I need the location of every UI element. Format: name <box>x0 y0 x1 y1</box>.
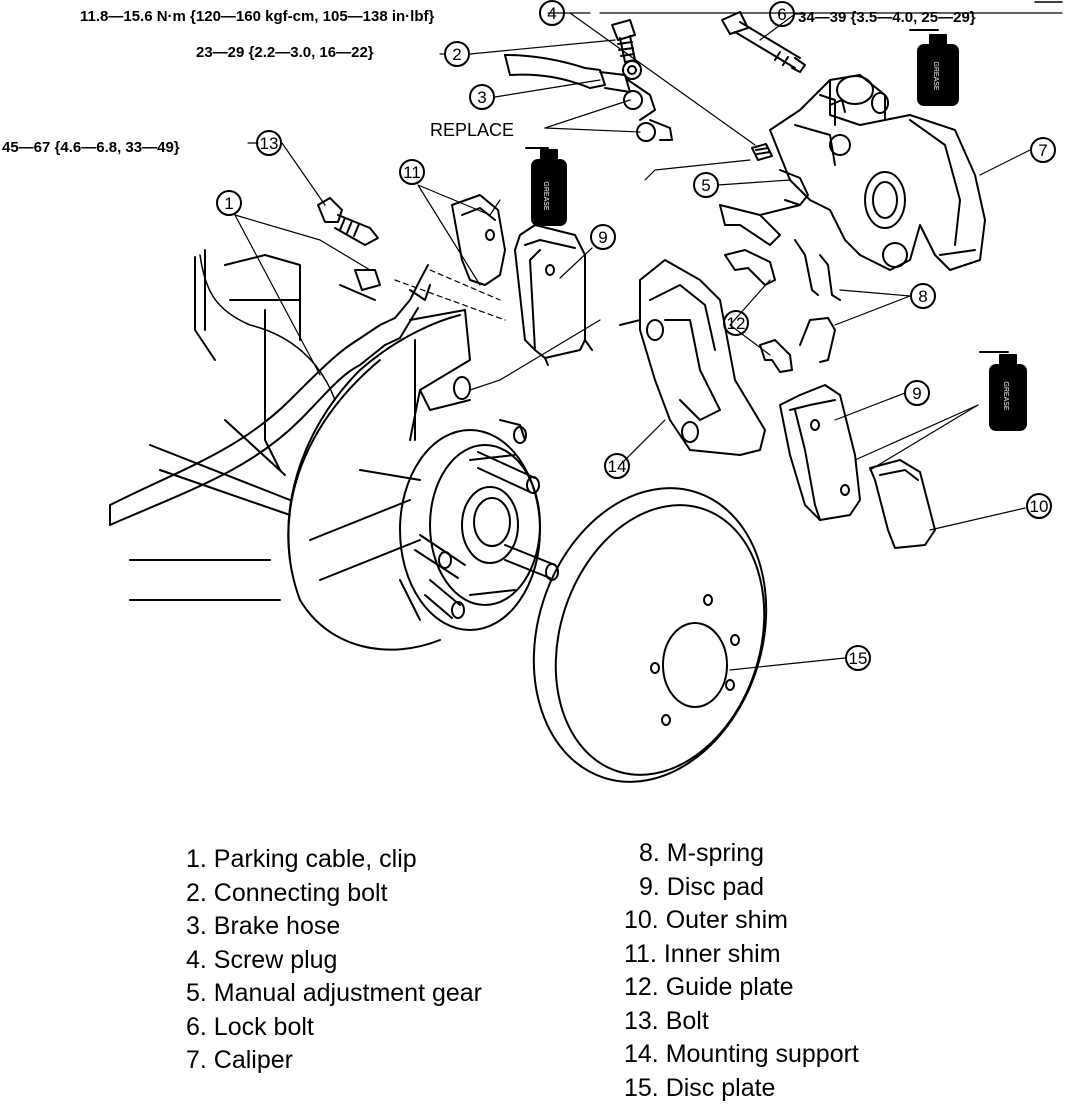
legend-item: 3. Brake hose <box>186 910 482 944</box>
legend-item: 8. M-spring <box>624 837 859 871</box>
legend-item: 5. Manual adjustment gear <box>186 977 482 1011</box>
callout-15: 15 <box>849 649 868 668</box>
callout-2: 2 <box>452 45 461 64</box>
steering-knuckle <box>130 250 470 600</box>
parts-legend-right: 8. M-spring 9. Disc pad 10. Outer shim 1… <box>624 837 859 1105</box>
grease-can-lower-right: GREASE <box>980 352 1026 430</box>
legend-item: 6. Lock bolt <box>186 1011 482 1045</box>
torque-spec-lock-bolt: 34—39 {3.5—4.0, 25—29} <box>798 9 976 26</box>
torque-spec-mounting-bolt: 45—67 {4.6—6.8, 33—49} <box>2 139 180 156</box>
screw-plug <box>752 144 772 160</box>
legend-item: 12. Guide plate <box>624 971 859 1005</box>
legend-item: 11. Inner shim <box>624 938 859 972</box>
torque-spec-screw-plug: 11.8—15.6 N·m {120—160 kgf-cm, 105—138 i… <box>80 8 435 25</box>
callout-1: 1 <box>224 194 233 213</box>
parking-cable-clip <box>355 270 380 290</box>
parking-cable <box>110 255 430 525</box>
brake-exploded-diagram: 11.8—15.6 N·m {120—160 kgf-cm, 105—138 i… <box>0 0 1072 820</box>
mounting-support <box>620 260 765 455</box>
callout-5: 5 <box>701 176 710 195</box>
callout-9-upper: 9 <box>598 228 607 247</box>
parts-legend-left: 1. Parking cable, clip 2. Connecting bol… <box>186 843 482 1078</box>
disc-pad-lower <box>780 385 860 520</box>
disc-pad-upper <box>515 225 592 365</box>
replace-note: REPLACE <box>430 120 514 140</box>
legend-item: 4. Screw plug <box>186 944 482 978</box>
callout-6: 6 <box>777 5 786 24</box>
legend-item: 7. Caliper <box>186 1044 482 1078</box>
callout-12: 12 <box>727 314 746 333</box>
callout-9-lower: 9 <box>912 384 921 403</box>
torque-spec-connecting-bolt: 23—29 {2.2—3.0, 16—22} <box>196 44 374 61</box>
mounting-bolt <box>318 198 378 245</box>
callout-11: 11 <box>403 163 421 182</box>
legend-item: 1. Parking cable, clip <box>186 843 482 877</box>
inner-shim <box>452 195 505 285</box>
connecting-bolt <box>612 20 635 62</box>
legend-item: 2. Connecting bolt <box>186 877 482 911</box>
wheel-hub <box>400 420 558 630</box>
grease-can-upper-left: GREASE <box>526 148 566 225</box>
svg-text:GREASE: GREASE <box>1002 381 1009 411</box>
callout-10: 10 <box>1030 497 1049 516</box>
outer-shim <box>870 460 935 548</box>
svg-text:GREASE: GREASE <box>542 181 549 211</box>
legend-item: 10. Outer shim <box>624 904 859 938</box>
legend-item: 9. Disc pad <box>624 871 859 905</box>
svg-text:GREASE: GREASE <box>932 61 939 91</box>
legend-item: 13. Bolt <box>624 1005 859 1039</box>
callout-13: 13 <box>260 134 279 153</box>
callout-14: 14 <box>608 457 627 476</box>
disc-plate <box>497 458 803 813</box>
callout-3: 3 <box>477 88 486 107</box>
dust-shield <box>288 315 460 650</box>
callout-8: 8 <box>918 287 927 306</box>
legend-item: 15. Disc plate <box>624 1072 859 1105</box>
callout-4: 4 <box>547 4 556 23</box>
callout-7: 7 <box>1038 141 1047 160</box>
m-spring <box>795 240 840 362</box>
legend-item: 14. Mounting support <box>624 1038 859 1072</box>
leader-lines <box>235 13 1062 670</box>
grease-can-upper-right: GREASE <box>910 30 958 105</box>
